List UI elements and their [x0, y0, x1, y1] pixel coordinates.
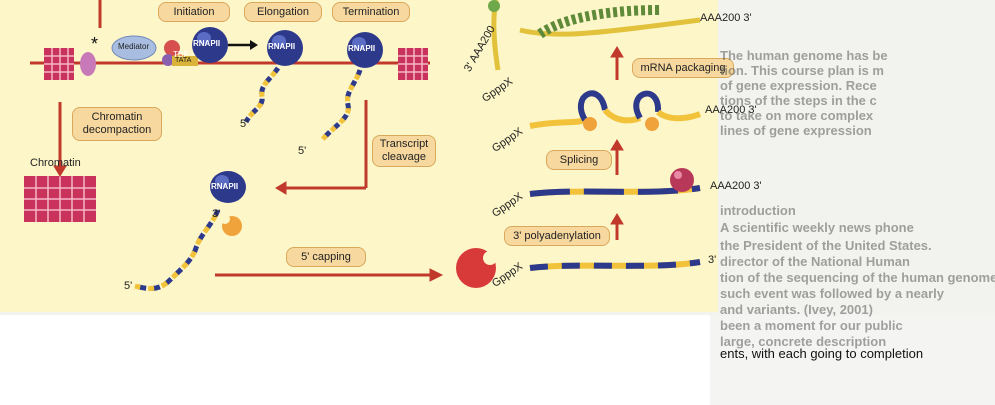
- three-prime-label-2: 3': [708, 254, 717, 266]
- background-text-line: large, concrete description: [720, 334, 887, 349]
- background-text-line: director of the National Human: [720, 254, 910, 269]
- background-text-line: to take on more complex: [720, 108, 874, 123]
- chromatin-block-right: [398, 48, 428, 80]
- five-prime-label-1: 5': [240, 118, 249, 130]
- background-text-line: A scientific weekly news phone: [720, 220, 914, 235]
- background-text-line: the President of the United States.: [720, 238, 932, 253]
- caption-text: ents, with each going to completion: [720, 346, 924, 361]
- polya-label-3: AAA200 3': [700, 12, 752, 24]
- step-elongation: Elongation: [244, 2, 322, 22]
- background-text-line: and variants. (Ivey, 2001): [720, 302, 873, 317]
- mrna-polyadenylation-strand: [529, 259, 701, 271]
- background-text-line: tions of the steps in the c: [720, 93, 877, 108]
- rnapii-termination: [347, 32, 383, 68]
- asterisk-marker: *: [91, 34, 98, 54]
- rnapii-capping: [210, 171, 246, 203]
- step-transcript-cleavage: Transcript cleavage: [372, 135, 436, 167]
- step-splicing: Splicing: [546, 150, 612, 170]
- step-mrna-packaging: mRNA packaging: [632, 58, 734, 78]
- mediator-label: Mediator: [118, 42, 150, 51]
- chromatin-label: Chromatin: [30, 157, 81, 169]
- step-5-capping: 5' capping: [286, 247, 366, 267]
- background-text-line: of gene expression. Rece: [720, 78, 877, 93]
- mrna-splicing-loops: [529, 90, 702, 131]
- polya-label-1: AAA200 3': [710, 180, 762, 192]
- five-prime-label-2: 5': [298, 145, 307, 157]
- rnapii-label-3: RNAPII: [348, 44, 376, 53]
- step-initiation: Initiation: [158, 2, 230, 22]
- step-termination: Termination: [332, 2, 410, 22]
- polya-binding-protein: [670, 168, 694, 192]
- activator-blob: [80, 52, 96, 76]
- chromatin-block-bottom: [24, 176, 96, 222]
- rnapii-label-2: RNAPII: [268, 42, 296, 51]
- rnapii-label-1: RNAPII: [193, 39, 221, 48]
- rnapii-elongation: [267, 30, 303, 66]
- chromatin-block-left: [44, 48, 74, 80]
- packaged-mrna: [488, 0, 701, 71]
- three-prime-label-1: 3': [212, 208, 221, 220]
- rnapii-label-4: RNAPII: [211, 182, 239, 191]
- background-text-line: been a moment for our public: [720, 318, 903, 333]
- tbp-label: TBP: [173, 50, 189, 59]
- background-text-line: lines of gene expression: [720, 123, 872, 138]
- background-text-line: The human genome has be: [720, 48, 888, 63]
- background-text-line: such event was followed by a nearly: [720, 286, 944, 301]
- step-chromatin-decompaction: Chromatin decompaction: [72, 107, 162, 141]
- mediator-complex: [111, 35, 157, 61]
- background-text-line: tion of the sequencing of the human geno…: [720, 270, 995, 285]
- background-text-line: tion. This course plan is m: [720, 63, 884, 78]
- polya-label-2: AAA200 3': [705, 104, 757, 116]
- background-text-line: introduction: [720, 203, 796, 218]
- rnapii-initiation: [192, 27, 228, 63]
- step-3-polyadenylation: 3' polyadenylation: [504, 226, 610, 246]
- tata-label: TATA: [175, 57, 192, 64]
- five-prime-label-3: 5': [124, 280, 133, 292]
